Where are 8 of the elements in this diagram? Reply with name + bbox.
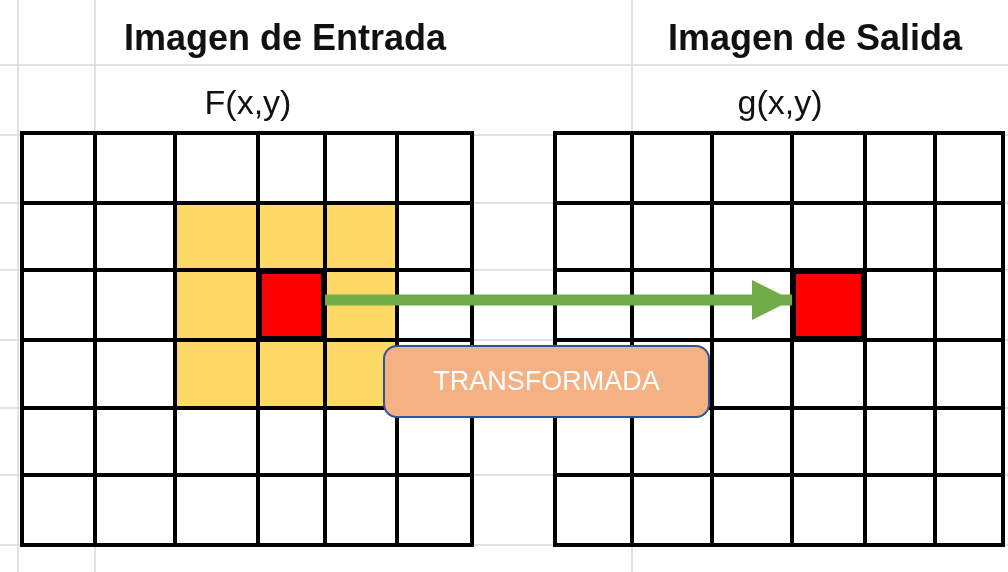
heading: Imagen de Entrada: [123, 18, 447, 58]
function-label: g(x,y): [737, 84, 823, 122]
function-label: F(x,y): [204, 84, 292, 122]
heading: Imagen de Salida: [667, 18, 963, 58]
process-box: TRANSFORMADA: [383, 345, 710, 418]
arrow: [325, 280, 792, 320]
highlighted-pixel: [792, 270, 865, 340]
highlighted-pixel: [258, 270, 325, 340]
